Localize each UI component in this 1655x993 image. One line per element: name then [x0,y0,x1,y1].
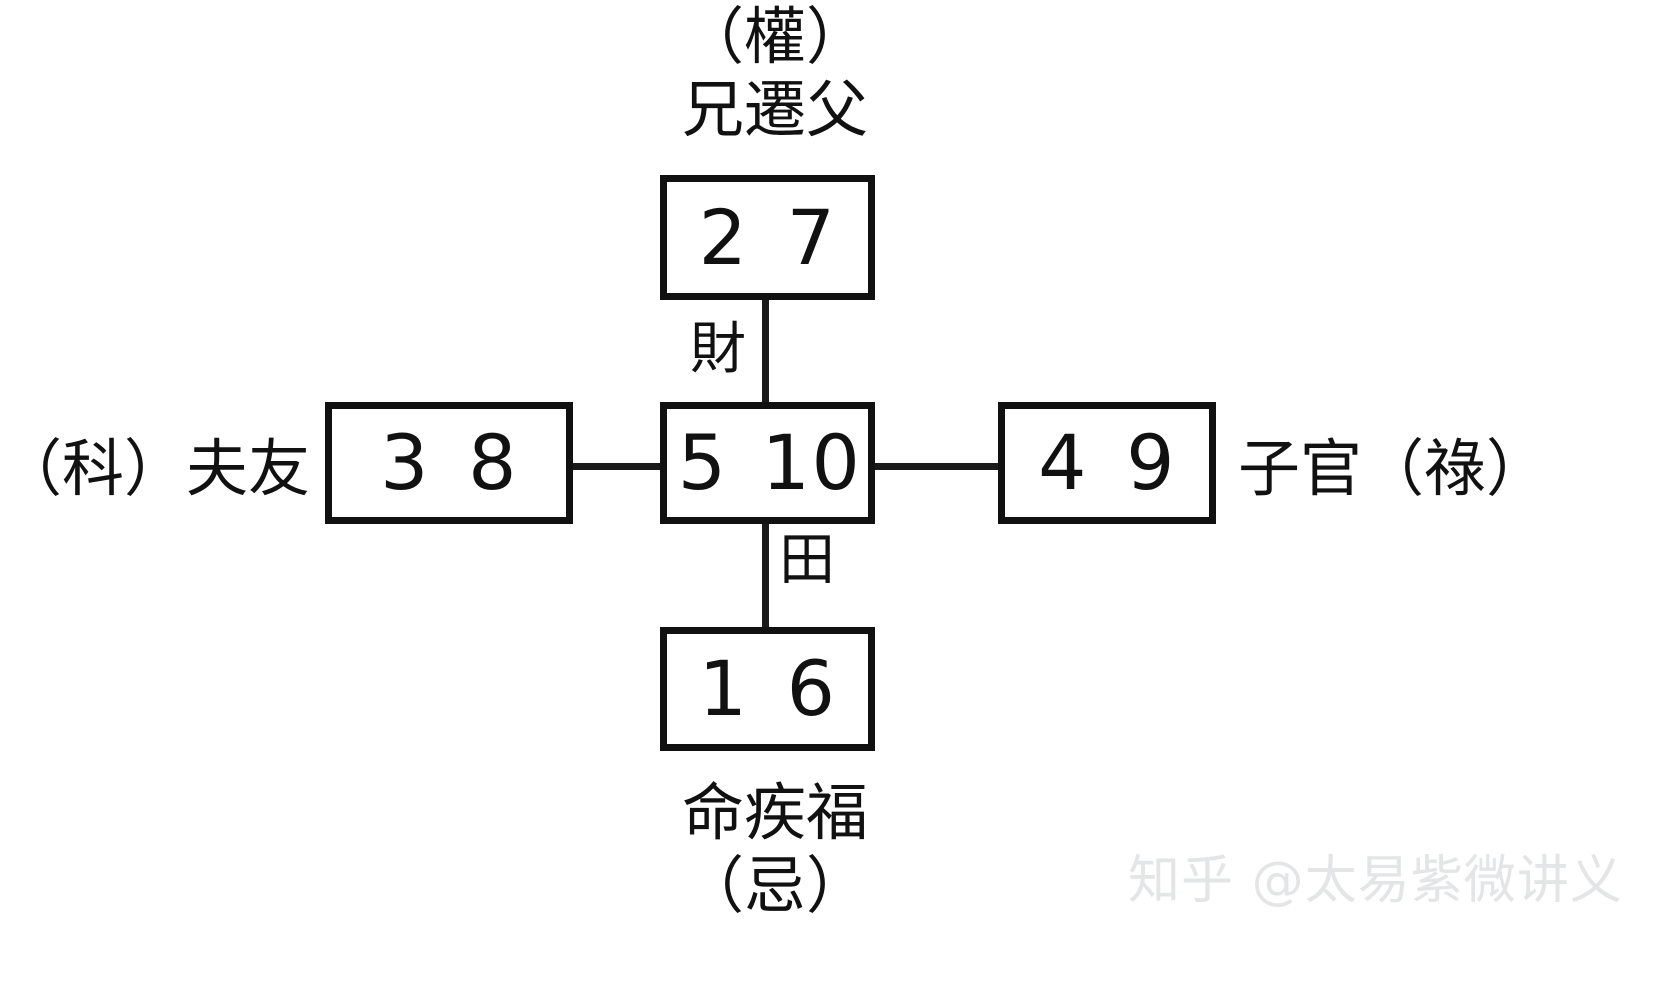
left-box-value-first: 3 [380,418,430,507]
palace-label-right-line1: 子官（祿） [1238,432,1549,505]
connector-left-center [566,463,666,470]
connector-center-right [870,463,1008,470]
left-box[interactable]: 3 8 [325,402,573,524]
bottom-box-value-second: 6 [786,644,837,733]
left-box-values: 3 8 [376,425,522,501]
connector-center-bottom [762,514,769,634]
right-box-value-second: 9 [1126,418,1176,507]
center-box-value-second: 10 [761,418,862,507]
right-box-value-first: 4 [1038,418,1088,507]
bottom-box[interactable]: 1 6 [660,627,875,751]
palace-label-top-line1: （權） [681,0,868,73]
right-box-values: 4 9 [1034,425,1180,501]
palace-label-right: 子官（祿） [1238,432,1655,505]
right-box[interactable]: 4 9 [998,402,1216,524]
center-box[interactable]: 5 10 [660,402,875,524]
top-box-value-first: 2 [698,192,749,282]
palace-label-bottom-line2: （忌） [681,849,868,923]
top-box-values: 2 7 [695,192,841,282]
bottom-box-values: 1 6 [695,651,841,727]
bottom-box-value-first: 1 [698,644,749,733]
edge-label-bottom-connector: 田 [779,528,835,593]
center-box-values: 5 10 [674,425,862,501]
top-box-value-second: 7 [786,192,837,282]
center-box-value-first: 5 [677,418,728,507]
palace-label-left-line1: （科）夫友 [0,432,311,505]
watermark: 知乎 @太易紫微讲义 [1128,851,1623,911]
palace-label-top-line2: 兄遷父 [681,73,868,147]
palace-label-top: （權） 兄遷父 [575,0,975,146]
connector-top-center [762,296,769,426]
palace-label-left: （科）夫友 [0,432,310,505]
palace-label-bottom: 命疾福 （忌） [575,776,975,922]
top-box[interactable]: 2 7 [660,175,875,300]
edge-label-top-connector: 財 [690,317,746,382]
palace-label-bottom-line1: 命疾福 [681,776,868,849]
left-box-value-second: 8 [468,418,518,507]
